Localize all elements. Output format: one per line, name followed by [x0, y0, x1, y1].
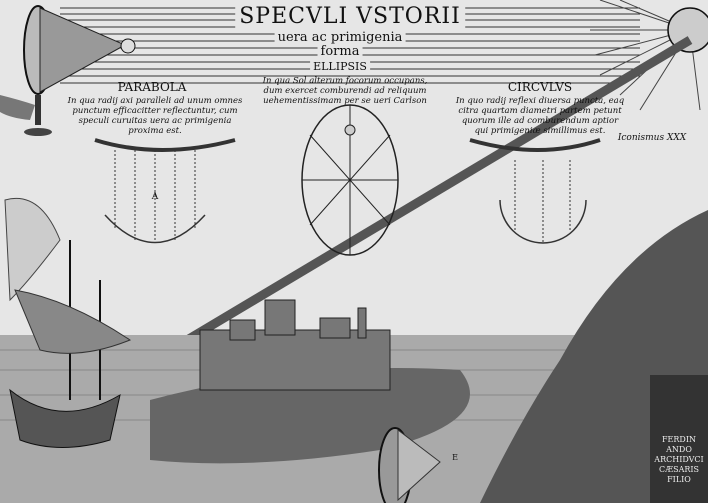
plaque-line: ANDO — [666, 445, 692, 454]
caption-line: punctum efficacitter reflectuntur, cum — [72, 106, 238, 116]
ellipse-diagram — [301, 104, 399, 256]
plate-number: Iconismus XXX — [617, 133, 687, 143]
parabola-caption: In qua radij axi paralleli ad unum omnes… — [68, 96, 243, 136]
parabola-focus-letter: A — [151, 192, 159, 202]
circle-diagram — [469, 138, 601, 244]
caption-line: In qua Sol alterum focorum occupans, — [262, 76, 428, 86]
plaque-line: CÆSARIS — [658, 465, 700, 474]
parabola-label: PARABOLA — [117, 80, 187, 94]
caption-line: uehementissimam per se ueri Carlson — [263, 96, 427, 106]
caption-line: speculi curuitas uera ac primigenia — [78, 116, 232, 126]
city — [199, 299, 391, 391]
caption-line: citra quartam diametri partem petunt — [458, 106, 622, 116]
caption-line: qui primigeniæ simillimus est. — [474, 126, 606, 136]
ellipsis-label: ELLIPSIS — [310, 60, 370, 73]
mirror-letter: E — [452, 453, 458, 462]
caption-line: dum exercet comburendi ad reliquum — [263, 86, 427, 96]
caption-line: In quo radij reflexi diuersa puncta, eaq — [455, 96, 625, 106]
handheld-mirror-icon — [0, 5, 136, 136]
dedication-plaque: FERDIN ANDO ARCHIDVCI CÆSARIS FILIO — [652, 435, 706, 485]
plaque-line: FERDIN — [662, 435, 696, 444]
plaque-line: FILIO — [667, 475, 691, 484]
plate-subtitle: uera ac primigenia — [274, 30, 406, 45]
caption-line: quorum ille ad comburendum aptior — [461, 116, 619, 126]
ellipsis-caption: In qua Sol alterum focorum occupans, dum… — [263, 76, 428, 106]
plaque-bg — [650, 375, 708, 503]
parabola-diagram — [94, 138, 236, 244]
plate-title: SPECVLI VSTORII — [235, 4, 465, 29]
burning-mirror-shore — [378, 427, 441, 503]
plate-forma: forma — [317, 44, 363, 59]
circulus-label: CIRCVLVS — [507, 80, 573, 94]
ship — [4, 197, 132, 448]
circulus-caption: In quo radij reflexi diuersa puncta, eaq… — [456, 96, 624, 136]
caption-line: proxima est. — [128, 126, 182, 136]
caption-line: In qua radij axi paralleli ad unum omnes — [67, 96, 243, 106]
plaque-line: ARCHIDVCI — [654, 455, 704, 464]
